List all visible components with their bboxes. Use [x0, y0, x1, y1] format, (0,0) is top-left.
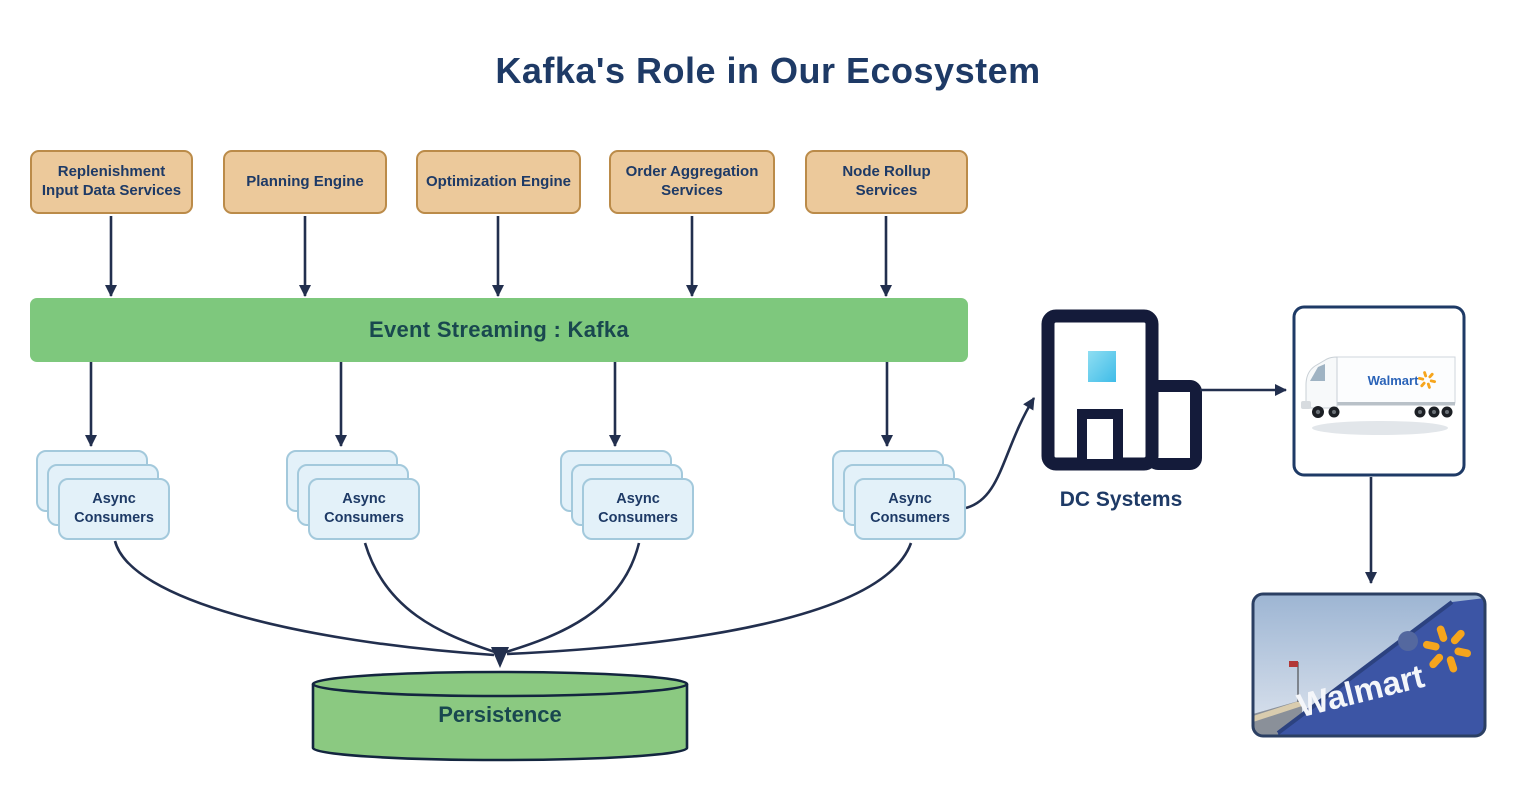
truck-brand-text: Walmart — [1368, 373, 1419, 388]
producer-to-kafka-arrows — [105, 216, 892, 297]
store-brand-text: Walmart — [1294, 657, 1428, 724]
kafka-to-consumer-arrows — [85, 362, 893, 447]
producer-label: Order Aggregation Services — [625, 163, 759, 199]
producer-box-planning-engine: Planning Engine — [223, 150, 387, 214]
dc-building-icon — [1041, 309, 1202, 471]
producer-box-replenishment-input-data-services: Replenishment Input Data Services — [30, 150, 193, 214]
producer-box-order-aggregation-services: Order Aggregation Services — [609, 150, 775, 214]
async-consumers-stack-3: Async Consumers — [560, 450, 710, 545]
walmart-truck-image: Walmart — [1292, 305, 1466, 477]
truck-spark-icon — [1416, 369, 1438, 391]
store-spark-icon — [1418, 621, 1476, 677]
async-consumers-stack-4: Async Consumers — [832, 450, 982, 545]
consumer-to-persistence-arrows — [113, 540, 913, 668]
walmart-store-image: Walmart — [1251, 592, 1487, 738]
async-consumers-label: Async Consumers — [870, 491, 950, 526]
async-consumers-card: Async Consumers — [854, 478, 966, 540]
producer-label: Node Rollup Services — [842, 163, 931, 199]
async-consumers-card: Async Consumers — [582, 478, 694, 540]
event-streaming-kafka-bar: Event Streaming : Kafka — [30, 298, 968, 362]
diagram-title: Kafka's Role in Our Ecosystem — [495, 50, 1041, 91]
producer-box-node-rollup-services: Node Rollup Services — [805, 150, 968, 214]
producer-label: Optimization Engine — [426, 172, 571, 190]
async-consumers-stack-2: Async Consumers — [286, 450, 436, 545]
persistence-label: Persistence — [438, 702, 562, 727]
async-consumers-card: Async Consumers — [58, 478, 170, 540]
async-consumers-label: Async Consumers — [74, 491, 154, 526]
producer-label: Replenishment Input Data Services — [41, 163, 182, 199]
producer-box-optimization-engine: Optimization Engine — [416, 150, 581, 214]
producer-label: Planning Engine — [246, 172, 364, 190]
async-consumers-stack-1: Async Consumers — [36, 450, 186, 545]
async-consumers-label: Async Consumers — [598, 491, 678, 526]
async-consumers-card: Async Consumers — [308, 478, 420, 540]
event-streaming-kafka-label: Event Streaming : Kafka — [369, 317, 629, 342]
async-consumers-label: Async Consumers — [324, 491, 404, 526]
dc-systems-label: DC Systems — [1059, 488, 1183, 511]
